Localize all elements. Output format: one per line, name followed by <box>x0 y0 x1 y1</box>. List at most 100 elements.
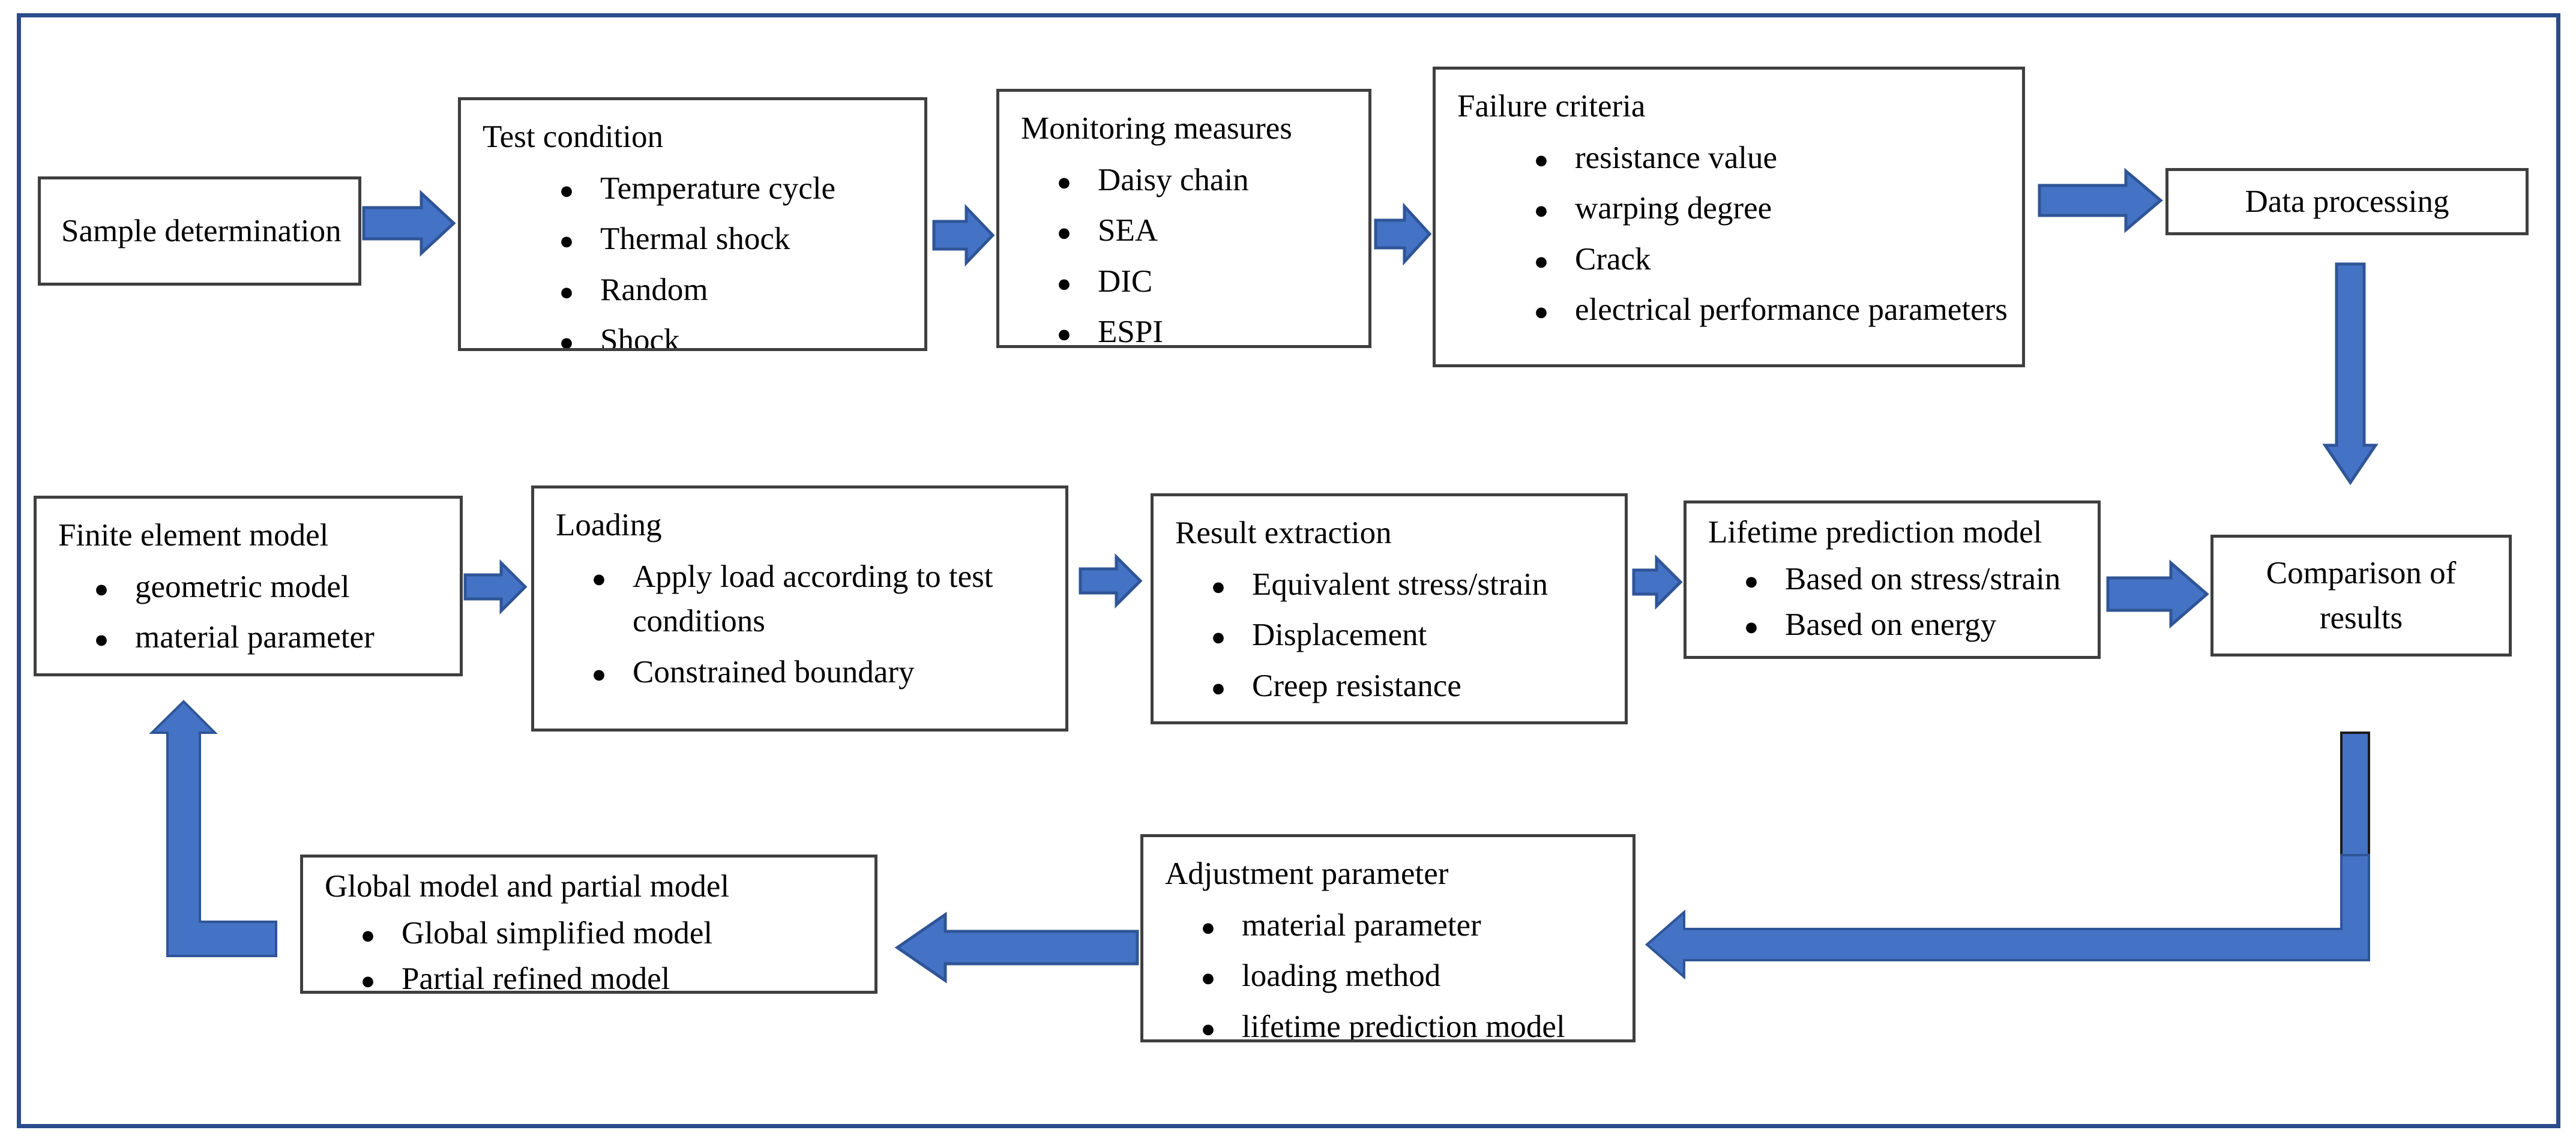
bullet-item: Random <box>461 268 924 312</box>
box-result-extraction: Result extraction Equivalent stress/stra… <box>1151 493 1628 724</box>
bullet-icon <box>1718 559 1785 601</box>
flow-arrow-comparison-to-adjustment <box>1645 854 2370 980</box>
bullet-icon <box>68 565 135 609</box>
bullet-item: electrical performance parameters <box>1436 287 2022 332</box>
connector-comparison-drop-bar <box>2340 732 2370 859</box>
bullet-label: Crack <box>1575 241 1651 277</box>
bullet-label: Global simplified model <box>402 915 713 951</box>
bullet-item: material parameter <box>37 615 460 660</box>
box-title: Adjustment parameter <box>1165 856 1449 891</box>
box-test-condition: Test condition Temperature cycle Thermal… <box>458 97 927 351</box>
box-global-model-and-partial-model: Global model and partial model Global si… <box>300 855 877 994</box>
bullet-label: Equivalent stress/strain <box>1252 567 1548 603</box>
box-title: Test condition <box>483 119 663 154</box>
bullet-label: DIC <box>1098 263 1153 299</box>
box-title: Result extraction <box>1175 515 1392 550</box>
bullet-icon <box>1508 287 1575 332</box>
box-title: Sample determination <box>61 213 342 248</box>
bullet-label: SEA <box>1098 213 1158 248</box>
bullet-item: Crack <box>1436 237 2022 281</box>
bullet-item: Based on stress/strain <box>1687 559 2098 601</box>
bullet-icon <box>1508 186 1575 230</box>
box-title: Monitoring measures <box>1021 111 1292 146</box>
box-comparison-of-results: Comparison of results <box>2210 535 2512 657</box>
bullet-icon <box>533 268 600 312</box>
bullet-icon <box>334 958 402 991</box>
flow-arrow-fem-to-loading <box>463 559 528 615</box>
bullet-icon <box>1031 208 1098 253</box>
bullet-item: geometric model <box>37 565 460 609</box>
bullet-icon <box>1175 954 1242 998</box>
bullet-item: SEA <box>999 208 1368 253</box>
box-monitoring-measures: Monitoring measures Daisy chain SEA DIC … <box>996 89 1371 348</box>
bullet-icon <box>1031 158 1098 202</box>
bullet-item: Temperature cycle <box>461 166 924 211</box>
bullet-icon <box>68 615 135 660</box>
bullet-label: Temperature cycle <box>600 171 836 206</box>
bullet-item: lifetime prediction model <box>1143 1005 1633 1042</box>
flow-arrow-monitoring-to-failure <box>1374 202 1432 266</box>
bullet-label: Thermal shock <box>600 221 790 257</box>
flow-arrow-result-to-lifetime <box>1632 554 1683 610</box>
bullet-item: Creep resistance <box>1154 664 1625 708</box>
bullet-icon <box>334 913 402 955</box>
bullet-label: Partial refined model <box>402 961 670 994</box>
flow-arrow-data-processing-to-comparison <box>2322 262 2379 485</box>
bullet-item: Shock <box>461 318 924 351</box>
bullet-icon <box>533 166 600 211</box>
bullet-icon <box>1031 259 1098 304</box>
box-title: Comparison of results <box>2266 556 2457 636</box>
bullet-icon <box>533 318 600 348</box>
box-failure-criteria: Failure criteria resistance value warpin… <box>1433 67 2025 367</box>
bullet-icon <box>1175 903 1242 948</box>
box-title: Global model and partial model <box>325 869 730 904</box>
bullet-icon <box>533 217 600 261</box>
bullet-label: electrical performance parameters <box>1575 292 2008 327</box>
bullet-label: Constrained boundary <box>633 654 915 690</box>
flow-arrow-failure-to-data-processing <box>2038 167 2163 233</box>
flow-arrow-global-model-to-fem <box>149 700 277 957</box>
bullet-icon <box>1718 604 1785 646</box>
bullet-item: Displacement <box>1154 613 1625 657</box>
box-adjustment-parameter: Adjustment parameter material parameter … <box>1140 834 1636 1042</box>
bullet-item: Global simplified model <box>303 913 874 955</box>
bullet-icon <box>1031 310 1098 345</box>
box-title: Failure criteria <box>1457 89 1646 124</box>
bullet-label: Apply load according to test conditions <box>633 559 993 639</box>
bullet-item: Equivalent stress/strain <box>1154 562 1625 607</box>
flow-arrow-adjustment-to-global-model <box>894 912 1139 984</box>
bullet-item: Based on energy <box>1687 604 2098 646</box>
box-title: Loading <box>556 508 662 542</box>
bullet-label: geometric model <box>135 569 350 605</box>
bullet-label: Displacement <box>1252 618 1427 653</box>
box-sample-determination: Sample determination <box>38 176 361 286</box>
bullet-label: resistance value <box>1575 140 1777 176</box>
bullet-item: Partial refined model <box>303 958 874 994</box>
bullet-icon <box>1185 613 1252 657</box>
box-finite-element-model: Finite element model geometric model mat… <box>34 496 463 676</box>
bullet-icon <box>1175 1005 1242 1039</box>
box-title: Finite element model <box>58 518 329 553</box>
bullet-icon <box>1185 562 1252 607</box>
bullet-item: Apply load according to test conditions <box>534 554 1065 643</box>
bullet-icon <box>1185 664 1252 708</box>
box-lifetime-prediction-model: Lifetime prediction model Based on stres… <box>1684 500 2101 659</box>
bullet-label: material parameter <box>135 620 375 655</box>
bullet-label: lifetime prediction model <box>1242 1009 1565 1042</box>
box-title: Data processing <box>2245 184 2449 219</box>
bullet-label: loading method <box>1242 958 1441 994</box>
bullet-icon <box>1508 237 1575 281</box>
flow-arrow-test-to-monitoring <box>932 203 995 267</box>
flow-arrow-loading-to-result <box>1079 553 1143 609</box>
bullet-label: ESPI <box>1098 314 1163 348</box>
bullet-item: loading method <box>1143 954 1633 998</box>
box-title: Lifetime prediction model <box>1708 515 2042 550</box>
bullet-label: Random <box>600 272 708 307</box>
bullet-icon <box>565 650 633 694</box>
bullet-item: Thermal shock <box>461 217 924 261</box>
flow-arrow-sample-to-test-condition <box>362 190 456 257</box>
bullet-icon <box>1508 136 1575 180</box>
bullet-label: Shock <box>600 322 680 351</box>
bullet-item: DIC <box>999 259 1368 304</box>
